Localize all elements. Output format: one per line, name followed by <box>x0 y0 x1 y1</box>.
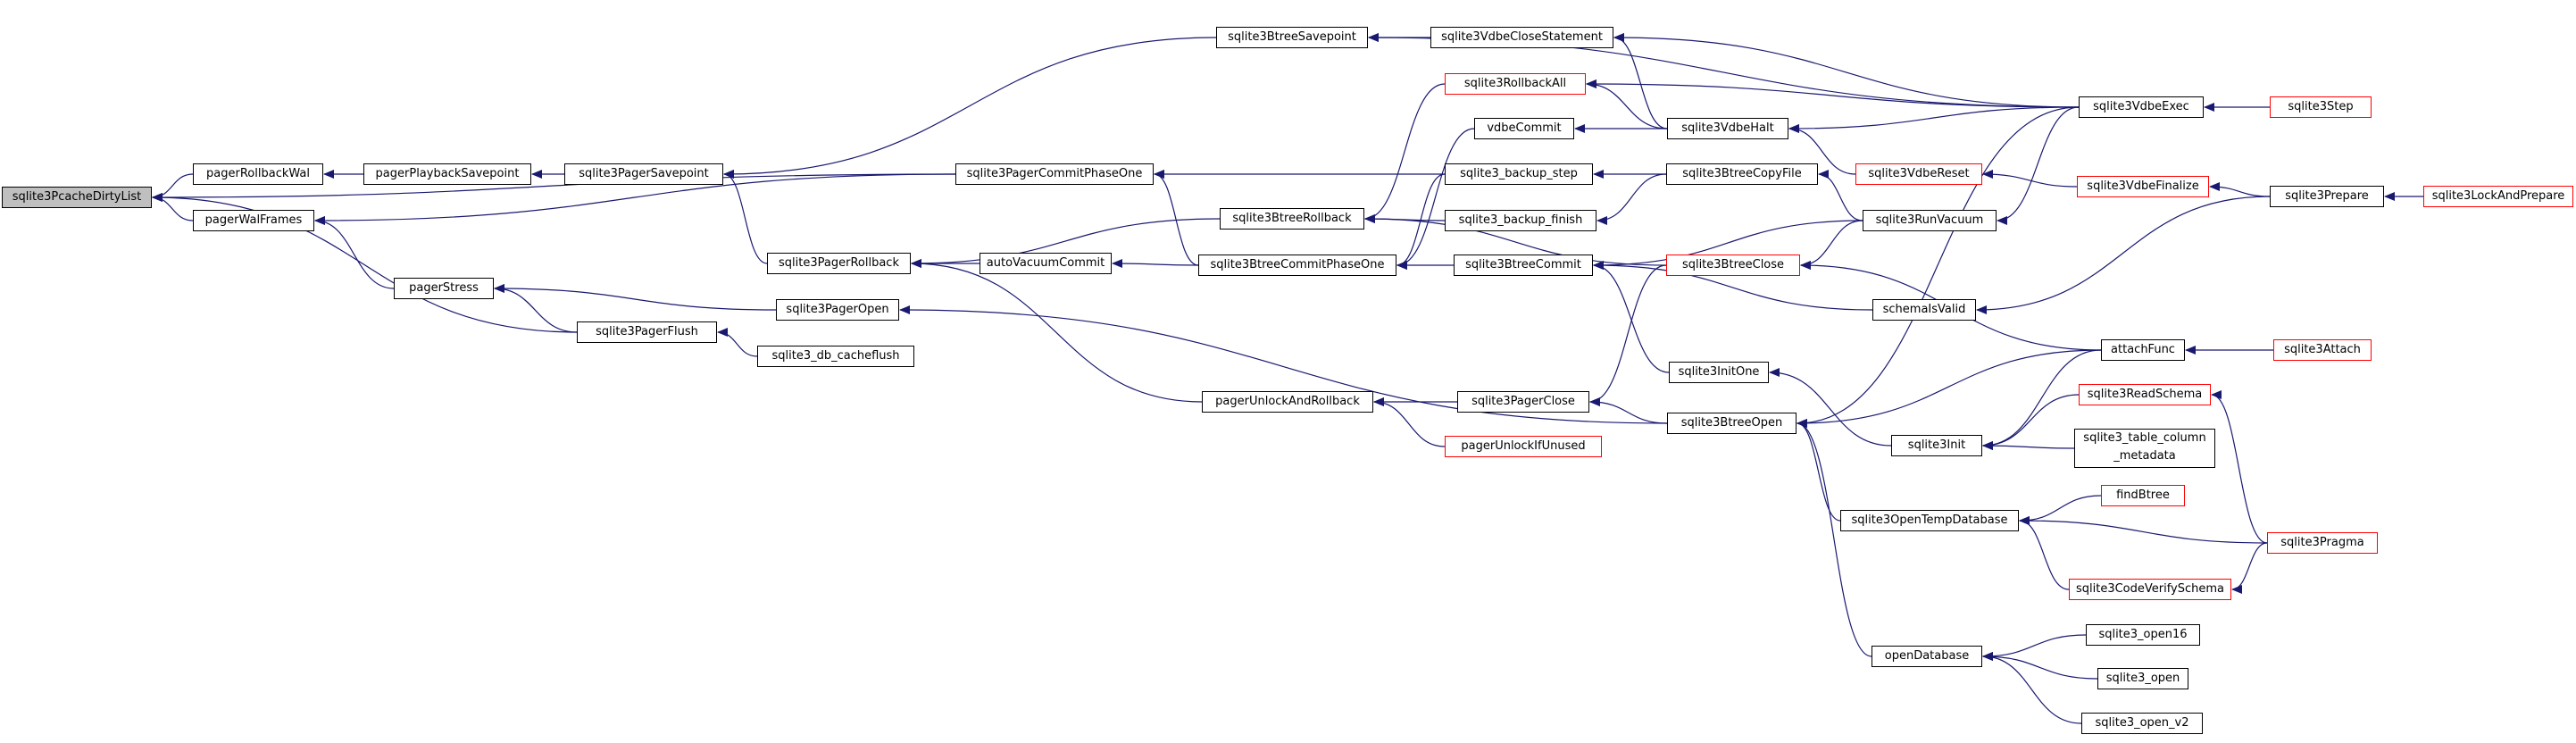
edge-vdbe-commit-to-btree-commit-phase-one <box>1396 128 1475 270</box>
edge-open-v2-to-open-database <box>1982 652 2082 724</box>
node-btree-savepoint[interactable]: sqlite3BtreeSavepoint <box>1216 27 1368 48</box>
node-pager-rollback[interactable]: sqlite3PagerRollback <box>767 253 911 274</box>
node-btree-close[interactable]: sqlite3BtreeClose <box>1666 255 1800 276</box>
node-prepare[interactable]: sqlite3Prepare <box>2270 186 2384 207</box>
edge-btree-open-to-pager-open <box>899 305 1668 424</box>
edge-open-database-to-btree-open <box>1797 419 1872 657</box>
edge-run-vacuum-to-btree-commit <box>1593 220 1863 270</box>
node-open-database[interactable]: openDatabase <box>1872 646 1982 667</box>
node-btree-rollback[interactable]: sqlite3BtreeRollback <box>1220 208 1364 230</box>
node-btree-open[interactable]: sqlite3BtreeOpen <box>1667 413 1797 434</box>
node-vdbe-reset[interactable]: sqlite3VdbeReset <box>1855 163 1982 185</box>
edge-attach-func-to-btree-open <box>1797 349 2102 428</box>
edge-pragma-to-read-schema <box>2211 390 2268 544</box>
node-open16[interactable]: sqlite3_open16 <box>2086 624 2200 646</box>
node-open-temp-database[interactable]: sqlite3OpenTempDatabase <box>1840 510 2019 531</box>
edge-btree-close-to-pager-close <box>1589 264 1667 406</box>
edge-btree-open-to-pager-close <box>1589 397 1668 424</box>
node-pager-close[interactable]: sqlite3PagerClose <box>1457 391 1589 413</box>
node-btree-commit-phase-one[interactable]: sqlite3BtreeCommitPhaseOne <box>1198 255 1396 276</box>
edge-pragma-to-open-temp-database <box>2019 516 2268 544</box>
edge-pragma-to-code-verify-schema <box>2231 542 2268 594</box>
node-attach[interactable]: sqlite3Attach <box>2273 339 2372 361</box>
node-btree-copy-file[interactable]: sqlite3BtreeCopyFile <box>1666 163 1818 185</box>
edge-vdbe-exec-to-rollback-all <box>1586 79 2080 108</box>
node-pager-rollback-wal[interactable]: pagerRollbackWal <box>193 163 323 185</box>
node-schema-is-valid[interactable]: schemaIsValid <box>1872 299 1976 321</box>
node-backup-step[interactable]: sqlite3_backup_step <box>1445 163 1593 185</box>
node-pragma[interactable]: sqlite3Pragma <box>2267 532 2378 554</box>
edge-attach-func-to-init <box>1982 349 2102 450</box>
edge-open16-to-open-database <box>1982 634 2087 661</box>
node-pcache-dirty-list: sqlite3PcacheDirtyList <box>2 187 152 208</box>
node-lock-and-prepare[interactable]: sqlite3LockAndPrepare <box>2423 186 2573 207</box>
edge-read-schema-to-init <box>1982 394 2080 450</box>
node-pager-savepoint[interactable]: sqlite3PagerSavepoint <box>564 163 723 185</box>
node-code-verify-schema[interactable]: sqlite3CodeVerifySchema <box>2069 579 2231 600</box>
node-vdbe-close-statement[interactable]: sqlite3VdbeCloseStatement <box>1430 27 1613 48</box>
edge-vdbe-halt-to-rollback-all <box>1586 79 1668 129</box>
edge-vdbe-finalize-to-vdbe-reset <box>1982 170 2078 188</box>
node-pager-unlock-if-unused[interactable]: pagerUnlockIfUnused <box>1445 436 1602 457</box>
node-step[interactable]: sqlite3Step <box>2270 96 2372 118</box>
node-init[interactable]: sqlite3Init <box>1891 435 1982 456</box>
edge-pager-flush-to-pcache-dirty-list <box>152 193 578 333</box>
edge-pager-commit-phase-one-to-pcache-dirty-list <box>152 173 956 202</box>
edge-pager-unlock-and-rollback-to-pager-rollback <box>911 259 1203 403</box>
edge-btree-commit-phase-one-to-auto-vacuum-commit <box>1112 259 1199 269</box>
node-pager-playback-savepoint[interactable]: pagerPlaybackSavepoint <box>363 163 531 185</box>
edge-btree-savepoint-to-pager-savepoint <box>723 37 1217 179</box>
node-auto-vacuum-commit[interactable]: autoVacuumCommit <box>980 253 1112 274</box>
node-pager-unlock-and-rollback[interactable]: pagerUnlockAndRollback <box>1202 391 1373 413</box>
edge-init-to-init-one <box>1769 368 1892 447</box>
node-vdbe-halt[interactable]: sqlite3VdbeHalt <box>1667 118 1788 139</box>
edge-pager-open-to-pager-stress <box>494 284 777 311</box>
edge-db-cacheflush-to-pager-flush <box>717 328 758 357</box>
edge-prepare-to-vdbe-finalize <box>2209 182 2271 197</box>
node-open-v2[interactable]: sqlite3_open_v2 <box>2081 713 2203 734</box>
edge-btree-commit-phase-one-to-pager-commit-phase-one <box>1154 170 1199 266</box>
edge-vdbe-exec-to-vdbe-close-statement <box>1613 33 2080 108</box>
node-pager-commit-phase-one[interactable]: sqlite3PagerCommitPhaseOne <box>955 163 1154 185</box>
edge-pager-commit-phase-one-to-pager-wal-frames <box>314 173 956 225</box>
node-pager-open[interactable]: sqlite3PagerOpen <box>776 299 899 321</box>
edge-pager-flush-to-pager-stress <box>494 284 578 333</box>
node-find-btree[interactable]: findBtree <box>2101 485 2185 506</box>
node-vdbe-commit[interactable]: vdbeCommit <box>1474 118 1574 139</box>
node-db-cacheflush[interactable]: sqlite3_db_cacheflush <box>757 346 914 367</box>
node-attach-func[interactable]: attachFunc <box>2101 339 2185 361</box>
edge-pager-rollback-to-pager-savepoint <box>723 170 768 264</box>
node-read-schema[interactable]: sqlite3ReadSchema <box>2079 384 2211 405</box>
node-vdbe-finalize[interactable]: sqlite3VdbeFinalize <box>2077 176 2209 197</box>
node-backup-finish[interactable]: sqlite3_backup_finish <box>1445 210 1596 231</box>
edge-vdbe-exec-to-run-vacuum <box>1997 106 2080 225</box>
node-pager-flush[interactable]: sqlite3PagerFlush <box>577 321 717 343</box>
node-table-column-metadata[interactable]: sqlite3_table_column_metadata <box>2074 429 2215 468</box>
edge-find-btree-to-open-temp-database <box>2019 495 2102 525</box>
edge-run-vacuum-to-btree-copy-file <box>1818 170 1863 221</box>
edge-btree-copy-file-to-backup-finish <box>1596 173 1667 225</box>
edge-pager-stress-to-pager-wal-frames <box>314 216 395 289</box>
node-vdbe-exec[interactable]: sqlite3VdbeExec <box>2079 96 2204 118</box>
edge-schema-is-valid-to-btree-commit <box>1593 261 1873 311</box>
edge-open-to-open-database <box>1982 652 2098 680</box>
edge-init-one-to-btree-commit <box>1593 261 1670 373</box>
node-run-vacuum[interactable]: sqlite3RunVacuum <box>1863 210 1997 231</box>
node-btree-commit[interactable]: sqlite3BtreeCommit <box>1454 255 1593 276</box>
edge-vdbe-exec-to-btree-open <box>1797 106 2080 428</box>
node-pager-wal-frames[interactable]: pagerWalFrames <box>193 210 314 231</box>
node-init-one[interactable]: sqlite3InitOne <box>1669 362 1769 383</box>
edge-rollback-all-to-btree-rollback <box>1364 83 1446 223</box>
edge-table-column-metadata-to-init <box>1982 441 2075 451</box>
node-open[interactable]: sqlite3_open <box>2097 668 2188 689</box>
edge-vdbe-exec-to-vdbe-halt <box>1788 106 2080 133</box>
edge-prepare-to-schema-is-valid <box>1976 196 2271 314</box>
edge-pager-unlock-if-unused-to-pager-unlock-and-rollback <box>1373 397 1446 447</box>
edge-btree-rollback-to-pager-rollback <box>911 218 1221 268</box>
node-rollback-all[interactable]: sqlite3RollbackAll <box>1445 73 1586 95</box>
edge-btree-close-to-btree-rollback <box>1364 214 1667 266</box>
node-pager-stress[interactable]: pagerStress <box>394 278 494 299</box>
